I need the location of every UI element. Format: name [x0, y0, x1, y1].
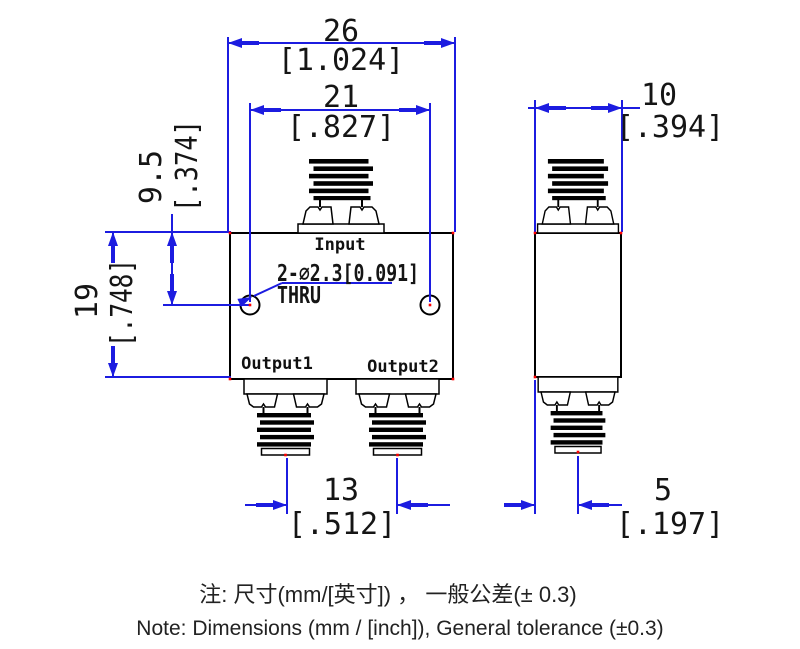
side-bottom-connector [537, 376, 619, 454]
dim-hole-span-inch: [.827] [287, 110, 395, 145]
note-english: Note: Dimensions (mm / [inch]), General … [136, 617, 663, 640]
note-chinese: 注: 尺寸(mm/[英寸]) ， 一般公差(± 0.3) [199, 582, 577, 607]
dim-connector-offset-mm: 5 [654, 473, 672, 508]
notes: 注: 尺寸(mm/[英寸]) ， 一般公差(± 0.3) Note: Dimen… [136, 582, 663, 640]
dim-side-width-inch: [.394] [616, 110, 724, 145]
side-view [534, 158, 622, 454]
output1-connector [243, 378, 328, 456]
input-connector [297, 158, 385, 234]
dim-overall-width-mm: 26 [323, 14, 359, 49]
dim-hole-offset-inch: [.374] [170, 120, 205, 212]
dim-hole-span-mm: 21 [323, 80, 359, 115]
input-label: Input [314, 235, 365, 255]
dim-output-span-inch: [.512] [288, 507, 396, 542]
dim-side-width-mm: 10 [641, 78, 677, 113]
dim-connector-offset-inch: [.197] [616, 507, 724, 542]
front-view: Input Output1 Output2 [229, 158, 454, 456]
vertex-markers [228, 231, 623, 457]
hole-callout-leader [237, 282, 392, 307]
hole-callout-thru: THRU [277, 283, 321, 309]
front-body-outline [229, 232, 454, 380]
extension-lines [105, 37, 623, 514]
dimension-texts: 26 [1.024] 21 [.827] 10 [.394] 9.5 [.374… [70, 14, 724, 542]
output2-connector [355, 378, 440, 456]
dim-hole-offset-mm: 9.5 [134, 150, 169, 204]
output2-label: Output2 [367, 357, 439, 377]
dim-output-span-mm: 13 [323, 473, 359, 508]
side-top-connector [536, 158, 620, 234]
leader-arrow-icon [237, 297, 252, 307]
side-body-outline [534, 232, 622, 378]
dim-body-height-inch: [.748] [105, 259, 140, 347]
dimension-lines [108, 38, 640, 510]
hole-callout-text: 2-⌀2.3[0.091] [277, 261, 419, 287]
dim-overall-width-inch: [1.024] [278, 43, 404, 78]
output1-label: Output1 [241, 354, 313, 374]
dim-body-height-mm: 19 [70, 283, 105, 319]
